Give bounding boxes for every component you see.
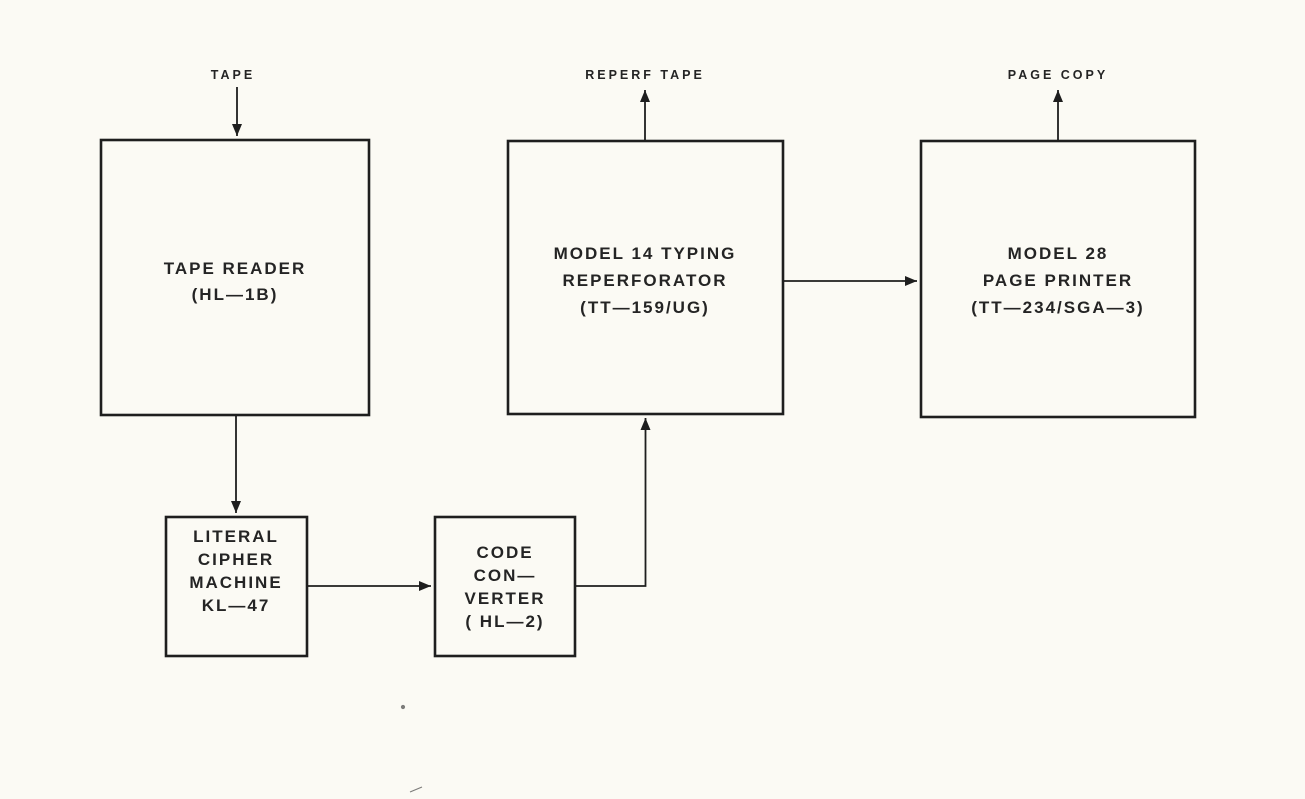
reperforator-line-1: MODEL 14 TYPING	[554, 244, 737, 263]
tape-reader-line-1: TAPE READER	[164, 259, 307, 278]
code-converter-line-3: VERTER	[465, 589, 546, 608]
page-printer-box	[919, 139, 1197, 419]
reperforator-line-3: (TT—159/UG)	[580, 298, 710, 317]
arrow-converter-to-reperforator	[575, 418, 651, 587]
code-converter-line-1: CODE	[476, 543, 533, 562]
paper-speck	[409, 786, 423, 793]
paper-speck	[400, 704, 406, 710]
code-converter-line-4: ( HL—2)	[465, 612, 544, 631]
reperforator-line-2: REPERFORATOR	[562, 271, 727, 290]
cipher-machine-line-3: MACHINE	[189, 573, 282, 592]
tape-reader-line-2: (HL—1B)	[192, 285, 279, 304]
cipher-machine-line-4: KL—47	[202, 596, 271, 615]
cipher-machine-line-2: CIPHER	[198, 550, 274, 569]
page-copy-output-label: PAGE COPY	[1008, 68, 1108, 82]
page-printer-line-3: (TT—234/SGA—3)	[971, 298, 1144, 317]
reperforator-box	[506, 139, 785, 416]
page-printer-line-2: PAGE PRINTER	[983, 271, 1133, 290]
page-printer-line-1: MODEL 28	[1008, 244, 1109, 263]
code-converter-line-2: CON—	[474, 566, 537, 585]
tape-reader-box	[99, 138, 371, 417]
tape-input-label: TAPE	[211, 68, 255, 82]
reperf-tape-output-label: REPERF TAPE	[585, 68, 705, 82]
cipher-machine-line-1: LITERAL	[193, 527, 279, 546]
code-converter-box	[433, 515, 577, 658]
